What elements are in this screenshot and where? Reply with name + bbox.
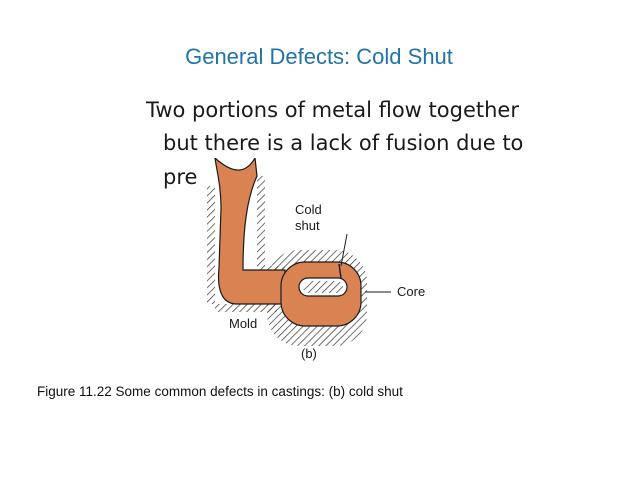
label-shut: shut xyxy=(295,218,320,233)
figure-caption: Figure 11.22 Some common defects in cast… xyxy=(37,384,403,399)
leader-lines xyxy=(340,233,391,293)
cold-shut-seam xyxy=(338,263,342,279)
slide-title: General Defects: Cold Shut xyxy=(185,44,453,69)
metal-casting xyxy=(214,158,362,327)
body-text-line-2: but there is a lack of fusion due to xyxy=(163,131,524,155)
label-cold: Cold xyxy=(295,202,322,217)
label-mold: Mold xyxy=(229,316,257,331)
core xyxy=(298,277,348,297)
cold-shut-figure: Cold shut Core Mold (b) xyxy=(207,158,425,361)
label-part-b: (b) xyxy=(301,346,317,361)
body-text-line-3: pre xyxy=(163,165,198,189)
label-core: Core xyxy=(397,284,425,299)
body-text-line-1: Two portions of metal flow together xyxy=(146,98,519,122)
